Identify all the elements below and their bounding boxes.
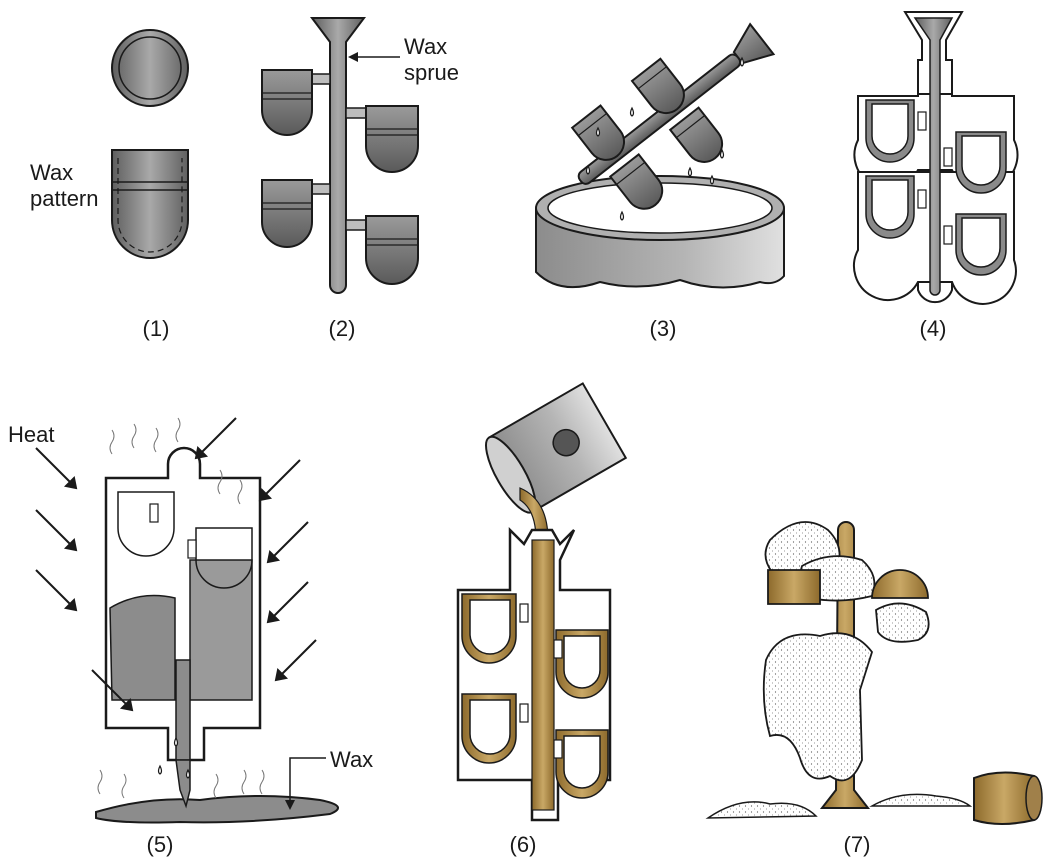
step-number-3: (3) [649, 316, 677, 341]
heat-label: Heat [8, 422, 55, 447]
step-number-6: (6) [509, 832, 537, 857]
step-number-1: (1) [142, 316, 170, 341]
step5-dewaxing [35, 417, 339, 824]
wax-pattern-label-line1: Wax [30, 160, 74, 185]
step-number-2: (2) [328, 316, 356, 341]
step6-pouring-metal [456, 382, 628, 822]
wax-sprue-label: Wax sprue [404, 34, 459, 86]
wax-label: Wax [330, 747, 374, 772]
step-number-4: (4) [919, 316, 947, 341]
step-number-7: (7) [843, 832, 871, 857]
step7-shakeout-casting [705, 521, 1043, 825]
step1-wax-pattern [111, 29, 189, 259]
step3-dipping-slurry [535, 22, 785, 289]
wax-sprue-label-line2: sprue [404, 60, 460, 85]
step2-wax-tree [261, 17, 419, 294]
wax-pattern-label: Wax pattern [30, 160, 99, 212]
wax-pattern-label-line2: pattern [30, 186, 99, 211]
wax-sprue-label-line1: Wax [404, 34, 448, 59]
step-number-5: (5) [146, 832, 174, 857]
step4-coated-tree [853, 11, 1019, 305]
